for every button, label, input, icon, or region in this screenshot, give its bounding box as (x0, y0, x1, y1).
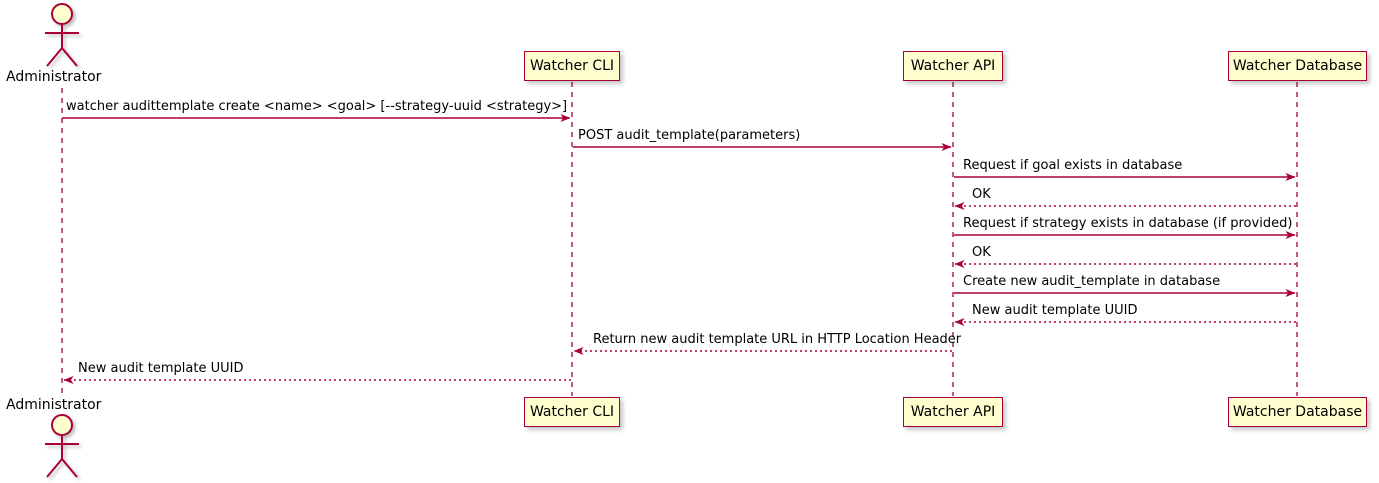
message-label-7: Create new audit_template in database (963, 274, 1221, 289)
participant-label-watcher-api-footer: Watcher API (910, 404, 996, 420)
actor-label-administrator-top: Administrator (6, 69, 102, 85)
participant-box-watcher-database-footer[interactable]: Watcher Database (1228, 397, 1367, 427)
participant-label-watcher-api: Watcher API (910, 58, 996, 74)
message-arrows (62, 114, 1296, 384)
message-label-3: Request if goal exists in database (963, 158, 1183, 173)
message-label-4: OK (972, 187, 991, 202)
participant-box-watcher-database[interactable]: Watcher Database (1228, 51, 1367, 81)
message-label-8: New audit template UUID (972, 303, 1138, 318)
participant-label-watcher-database-footer: Watcher Database (1232, 404, 1363, 420)
message-label-5: Request if strategy exists in database (… (963, 216, 1293, 231)
participant-label-watcher-cli-footer: Watcher CLI (529, 404, 615, 420)
participant-box-watcher-api-footer[interactable]: Watcher API (903, 397, 1003, 427)
participant-box-watcher-api[interactable]: Watcher API (903, 51, 1003, 81)
actor-label-administrator-bottom: Administrator (6, 397, 102, 413)
actor-administrator-bottom-icon (45, 414, 79, 478)
message-label-10: New audit template UUID (78, 361, 244, 376)
message-label-9: Return new audit template URL in HTTP Lo… (593, 332, 962, 347)
message-label-6: OK (972, 245, 991, 260)
message-label-2: POST audit_template(parameters) (578, 128, 801, 143)
participant-box-watcher-cli[interactable]: Watcher CLI (524, 51, 620, 81)
actor-administrator-top-icon (45, 3, 79, 67)
message-label-1: watcher audittemplate create <name> <goa… (66, 99, 568, 114)
participant-label-watcher-database: Watcher Database (1232, 58, 1363, 74)
participant-box-watcher-cli-footer[interactable]: Watcher CLI (524, 397, 620, 427)
lifelines (61, 82, 1298, 398)
participant-label-watcher-cli: Watcher CLI (529, 58, 615, 74)
